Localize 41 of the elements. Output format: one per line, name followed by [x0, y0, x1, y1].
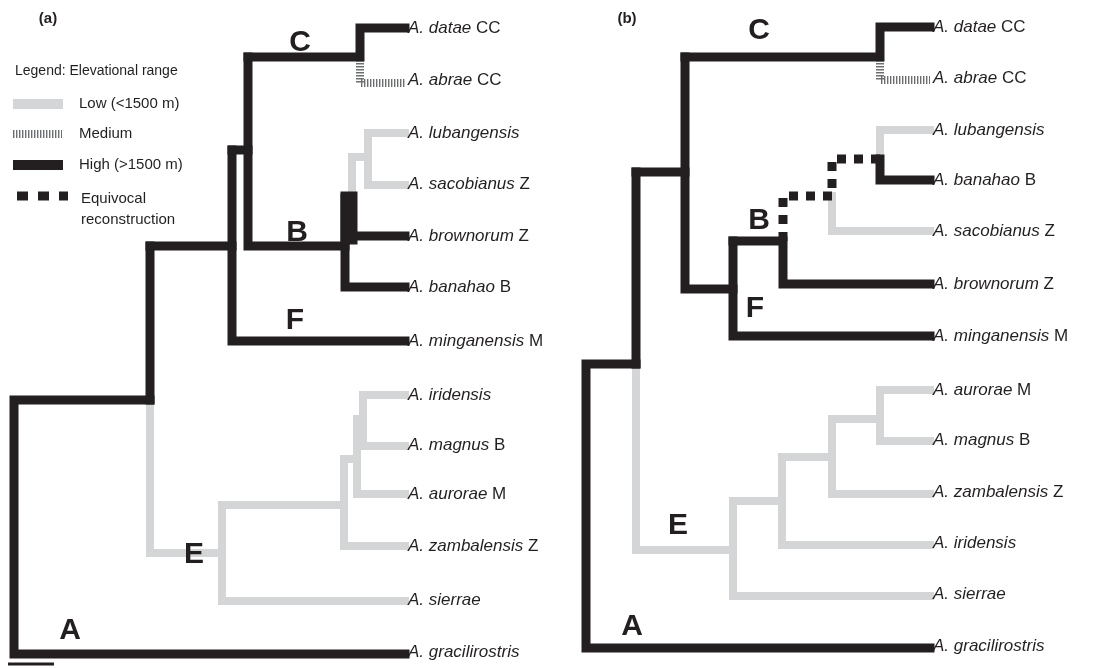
- taxon-label: A. aurorae M: [408, 484, 507, 504]
- taxon-label: A. minganensis M: [933, 326, 1069, 346]
- clade-label: A: [59, 611, 81, 645]
- taxon-label: A. brownorum Z: [933, 274, 1054, 294]
- taxon-label: A. datae CC: [933, 17, 1026, 37]
- clade-label: E: [668, 506, 688, 540]
- taxon-label: A. lubangensis: [408, 123, 520, 143]
- clade-label: F: [745, 289, 765, 323]
- taxon-label: A. lubangensis: [933, 120, 1045, 140]
- taxon-label: A. abrae CC: [408, 70, 502, 90]
- legend-text: Medium: [79, 125, 133, 142]
- taxon-label: A. sierrae: [408, 590, 481, 610]
- taxon-label: A. sacobianus Z: [933, 221, 1055, 241]
- taxon-label: A. magnus B: [408, 435, 506, 455]
- taxon-label: A. aurorae M: [933, 380, 1032, 400]
- panel-label: (b): [617, 9, 637, 27]
- clade-label: B: [286, 213, 308, 247]
- legend-text: High (>1500 m): [79, 156, 183, 173]
- taxon-label: A. datae CC: [408, 18, 501, 38]
- clade-label: B: [748, 201, 770, 235]
- taxon-label: A. iridensis: [933, 533, 1017, 553]
- taxon-label: A. minganensis M: [408, 331, 544, 351]
- clade-label: C: [289, 23, 311, 57]
- taxon-label: A. banahao B: [933, 170, 1037, 190]
- taxon-label: A. banahao B: [408, 277, 512, 297]
- taxon-label: A. sierrae: [933, 584, 1006, 604]
- clade-label: F: [285, 301, 305, 335]
- taxon-label: A. sacobianus Z: [408, 174, 530, 194]
- clade-label: C: [748, 11, 770, 45]
- taxon-label: A. magnus B: [933, 430, 1031, 450]
- legend-title: Legend: Elevational range: [15, 63, 178, 79]
- taxon-label: A. zambalensis Z: [933, 482, 1064, 502]
- legend-text: Equivocal reconstruction: [81, 188, 177, 229]
- taxon-label: A. iridensis: [408, 385, 492, 405]
- taxon-label: A. zambalensis Z: [408, 536, 539, 556]
- taxon-label: A. brownorum Z: [408, 226, 529, 246]
- clade-label: E: [184, 535, 204, 569]
- clade-label: A: [621, 607, 643, 641]
- taxon-label: A. abrae CC: [933, 68, 1027, 88]
- panel-label: (a): [38, 9, 58, 27]
- legend-text: Low (<1500 m): [79, 95, 180, 112]
